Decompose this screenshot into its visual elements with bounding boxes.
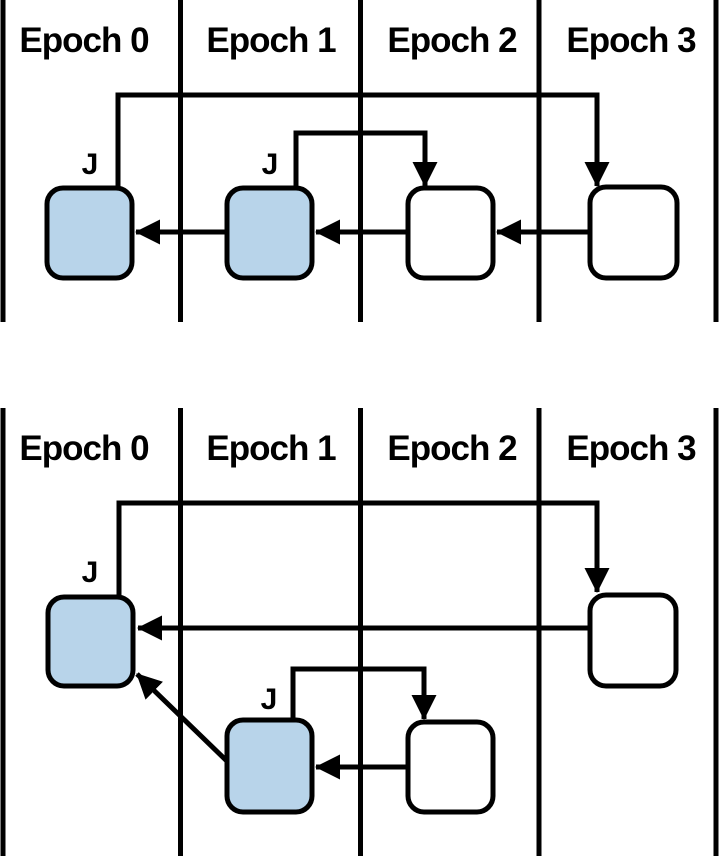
epoch-header: Epoch 1 xyxy=(206,429,336,468)
arrow-epoch1-to-epoch0-diagonal xyxy=(135,672,234,768)
node-epoch2 xyxy=(405,719,496,815)
epoch-header: Epoch 0 xyxy=(19,429,149,468)
node-epoch3 xyxy=(587,592,679,689)
epoch-header: Epoch 3 xyxy=(566,21,696,60)
node-epoch0-journaled xyxy=(44,185,135,281)
node-epoch1-journaled xyxy=(224,185,315,281)
arrow-journal0-to-epoch3 xyxy=(116,500,610,599)
epoch-header: Epoch 2 xyxy=(387,429,517,468)
epoch-header: Epoch 1 xyxy=(206,21,336,60)
node-epoch0-journaled xyxy=(45,594,136,689)
journal-marker-epoch1: J xyxy=(262,148,279,181)
arrow-journal1-to-epoch2 xyxy=(293,130,438,191)
diagram-bottom: Epoch 0 Epoch 1 Epoch 2 Epoch 3 J J xyxy=(0,408,719,856)
arrow-journal0-to-epoch3 xyxy=(115,92,610,191)
journal-marker-epoch1: J xyxy=(261,683,278,716)
arrow-journal1-to-epoch2 xyxy=(290,666,437,722)
node-epoch3 xyxy=(587,184,680,281)
journal-marker-epoch0: J xyxy=(82,556,99,589)
epoch-header: Epoch 0 xyxy=(19,21,149,60)
node-epoch2 xyxy=(405,185,496,281)
epoch-header: Epoch 3 xyxy=(566,429,696,468)
epoch-header: Epoch 2 xyxy=(387,21,517,60)
diagram-top: Epoch 0 Epoch 1 Epoch 2 Epoch 3 J J xyxy=(0,0,719,322)
node-epoch1-journaled xyxy=(224,717,315,815)
journal-marker-epoch0: J xyxy=(82,148,99,181)
